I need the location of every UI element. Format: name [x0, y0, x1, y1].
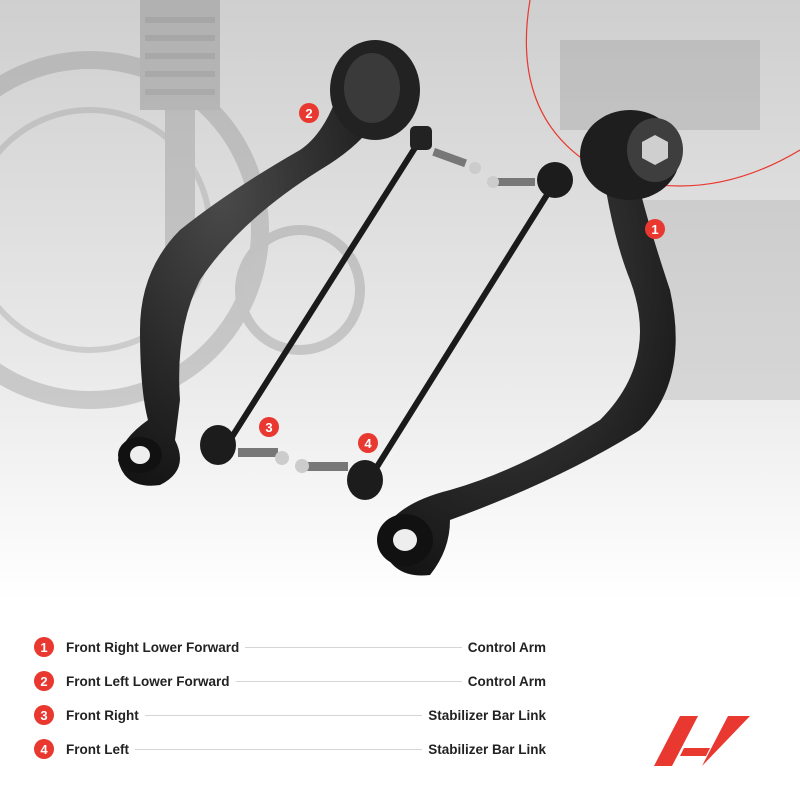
legend-part: Control Arm [467, 673, 546, 689]
legend-label: Front Right Lower Forward [66, 639, 240, 655]
stabilizer-link-front-left [295, 162, 573, 500]
brand-logo-icon [654, 716, 750, 766]
legend-number-badge: 1 [34, 637, 54, 657]
leader-line [245, 646, 462, 648]
legend-row: 4 Front Left Stabilizer Bar Link [34, 732, 546, 766]
legend-number-badge: 4 [34, 739, 54, 759]
stabilizer-link-front-right [200, 126, 481, 465]
legend-part: Stabilizer Bar Link [428, 741, 546, 757]
leader-line [135, 748, 423, 750]
leader-line [144, 714, 423, 716]
legend-row: 3 Front Right Stabilizer Bar Link [34, 698, 546, 732]
callout-badge-1: 1 [645, 219, 665, 239]
legend-number-badge: 3 [34, 705, 54, 725]
legend-label: Front Left [66, 741, 129, 757]
callout-badge-2: 2 [299, 103, 319, 123]
legend-part: Stabilizer Bar Link [428, 707, 546, 723]
control-arm-front-left [118, 40, 420, 486]
product-photo [0, 0, 800, 600]
callout-badge-3: 3 [259, 417, 279, 437]
legend-part: Control Arm [467, 639, 546, 655]
leader-line [235, 680, 462, 682]
legend-label: Front Right [66, 707, 139, 723]
legend-number-badge: 2 [34, 671, 54, 691]
legend-row: 1 Front Right Lower Forward Control Arm [34, 630, 546, 664]
parts-legend: 1 Front Right Lower Forward Control Arm … [34, 630, 546, 766]
control-arm-front-right [377, 110, 683, 576]
legend-label: Front Left Lower Forward [66, 673, 230, 689]
legend-row: 2 Front Left Lower Forward Control Arm [34, 664, 546, 698]
callout-badge-4: 4 [358, 433, 378, 453]
